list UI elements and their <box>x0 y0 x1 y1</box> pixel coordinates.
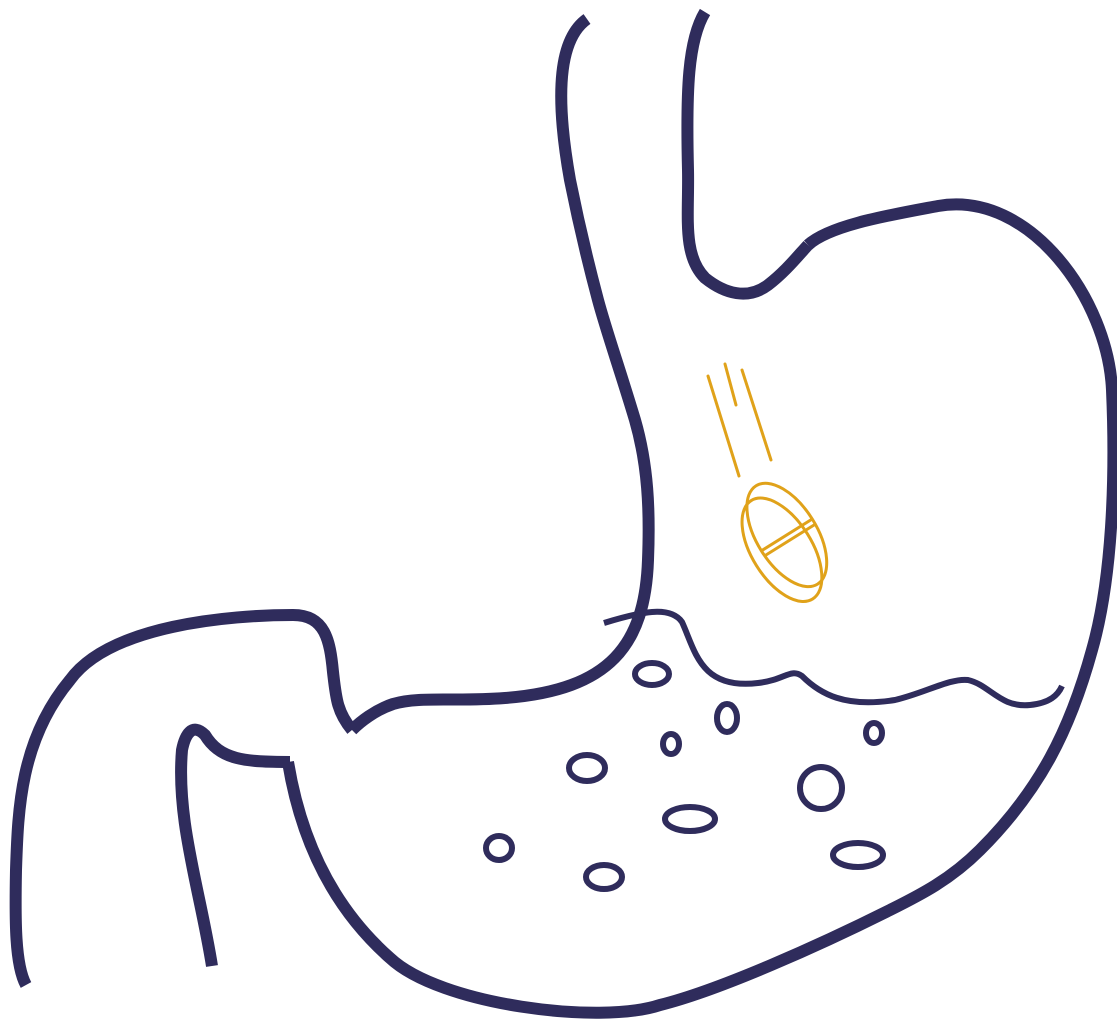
duodenum <box>181 730 290 966</box>
motion-line <box>708 376 739 476</box>
stomach <box>16 204 1114 1012</box>
esophagus <box>352 12 808 730</box>
motion-line <box>725 364 736 405</box>
stomach-greater-curvature <box>288 204 1113 1012</box>
bubble <box>586 865 622 889</box>
pill-icon <box>720 470 848 615</box>
gastric-fluid <box>604 612 1062 705</box>
esophagus-right-wall <box>687 12 808 294</box>
fluid-surface-line <box>604 612 1062 705</box>
bubble <box>486 836 512 860</box>
pill-back-face <box>726 485 838 615</box>
pill-score-line <box>765 524 816 556</box>
bubble <box>717 704 737 732</box>
bubble <box>833 843 883 867</box>
duodenum-wall <box>181 730 290 966</box>
bubble <box>665 807 715 831</box>
pill-score-line <box>761 519 812 551</box>
bubble <box>866 723 882 743</box>
bubble <box>800 767 842 809</box>
bubble <box>569 755 605 781</box>
bubble <box>663 734 679 754</box>
motion-line <box>742 370 771 460</box>
bubble <box>635 663 669 685</box>
falling-pill <box>708 364 848 615</box>
